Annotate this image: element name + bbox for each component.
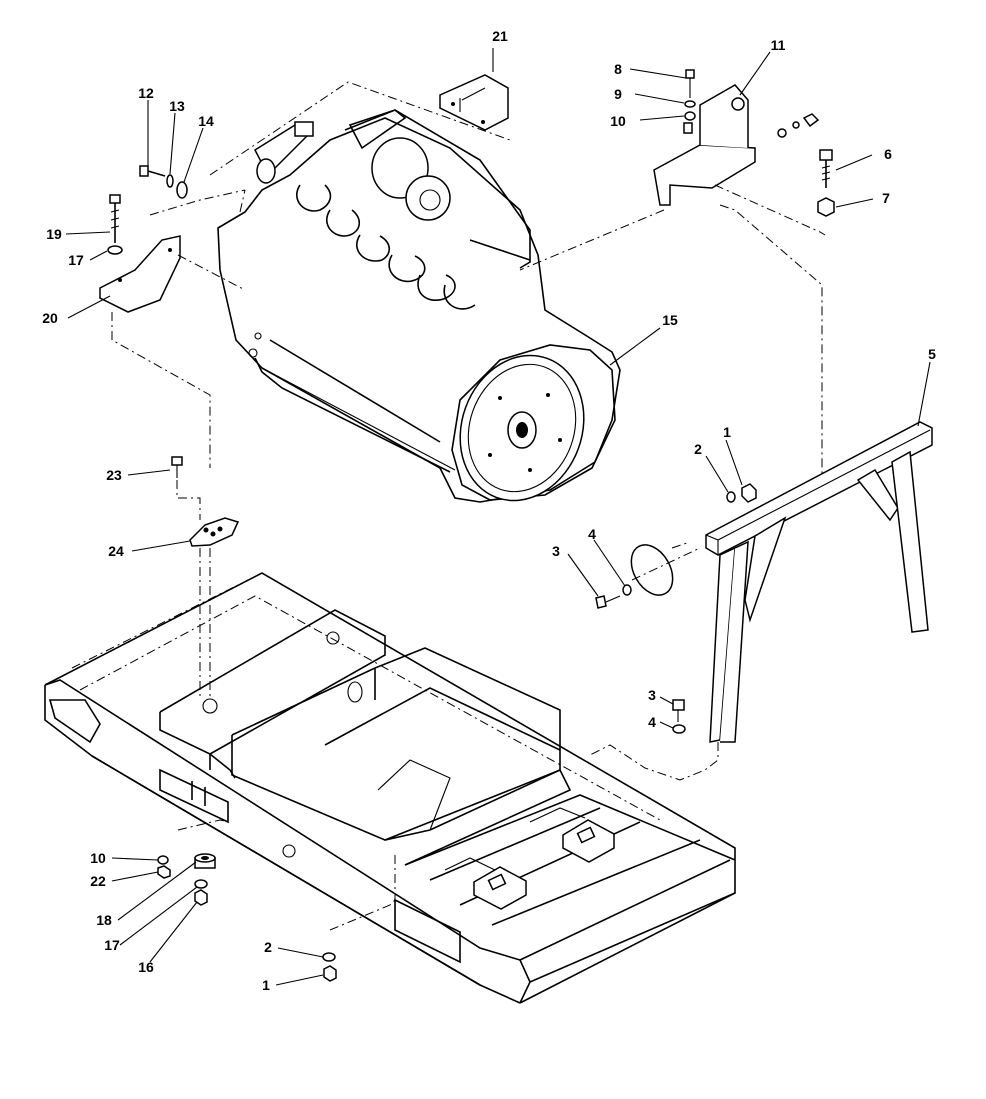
callout-2-lower: 2	[264, 939, 272, 955]
callout-18: 18	[96, 912, 112, 928]
callout-24: 24	[108, 543, 124, 559]
callout-20: 20	[42, 310, 58, 326]
fastener-2-washer-upper	[726, 491, 736, 503]
callout-10-upper: 10	[610, 113, 626, 129]
callout-9: 9	[614, 86, 622, 102]
leader-lines	[65, 48, 931, 986]
skid-base-frame	[44, 572, 736, 1004]
front-mount-bracket-20	[99, 189, 246, 468]
fastener-3-bolt-middle	[595, 595, 621, 609]
callout-7: 7	[882, 190, 890, 206]
callout-4-middle: 4	[588, 526, 596, 542]
callout-10-lower: 10	[90, 850, 106, 866]
callout-16: 16	[138, 959, 154, 975]
fastener-2-washer-lower	[322, 952, 336, 962]
fastener-13-washer	[166, 174, 174, 188]
callout-5: 5	[928, 346, 936, 362]
callout-23: 23	[106, 467, 122, 483]
fastener-22-nut	[157, 865, 171, 879]
callout-3-lower: 3	[648, 687, 656, 703]
callout-3-middle: 3	[552, 543, 560, 559]
fastener-9-washer	[684, 100, 696, 108]
engine-stand-5	[589, 421, 933, 781]
fastener-17-washer-upper	[107, 245, 123, 255]
fastener-10-washer-lower	[157, 855, 169, 865]
callout-4-lower: 4	[648, 714, 656, 730]
callout-8: 8	[614, 61, 622, 77]
fastener-10-washer	[684, 111, 696, 121]
fastener-4-washer-middle	[622, 584, 632, 596]
isolator-pad-24	[189, 517, 240, 700]
fastener-8-bolt	[685, 69, 695, 98]
fastener-4-washer-lower	[672, 724, 686, 734]
fastener-17-washer-lower	[194, 879, 208, 889]
callout-6: 6	[884, 146, 892, 162]
callout-11: 11	[771, 37, 786, 53]
callout-22: 22	[90, 873, 106, 889]
callout-14: 14	[198, 113, 214, 129]
fastener-12-bolt	[139, 165, 166, 177]
fastener-16-nut	[194, 889, 208, 906]
fastener-3-bolt-lower	[672, 699, 685, 722]
callout-17-lower: 17	[104, 937, 120, 953]
rear-mount-bracket-11	[519, 84, 826, 490]
fastener-19-bolt	[109, 194, 121, 243]
callout-15: 15	[662, 312, 678, 328]
lifting-bracket-21	[439, 74, 509, 131]
fastener-14-washer	[176, 181, 188, 199]
callout-2-upper: 2	[694, 441, 702, 457]
fastener-6-bolt	[819, 149, 833, 188]
fastener-18-spacer	[194, 853, 216, 869]
callout-1-upper: 1	[723, 424, 731, 440]
fastener-1-nut-lower	[323, 965, 337, 982]
callout-1-lower: 1	[262, 977, 270, 993]
fastener-23-bolt	[171, 456, 201, 520]
fastener-1-nut-upper	[741, 483, 757, 503]
callout-19: 19	[46, 226, 62, 242]
cover-disc	[630, 541, 701, 596]
callout-21: 21	[492, 28, 508, 44]
fastener-7-nut	[817, 197, 835, 217]
callout-12: 12	[138, 85, 154, 101]
callout-13: 13	[169, 98, 185, 114]
diesel-engine	[209, 81, 621, 503]
callout-17-upper: 17	[68, 252, 84, 268]
callout-labels: 21 8 11 9 10 12 13 14 6 7 19 17 20 15 5 …	[42, 28, 936, 993]
